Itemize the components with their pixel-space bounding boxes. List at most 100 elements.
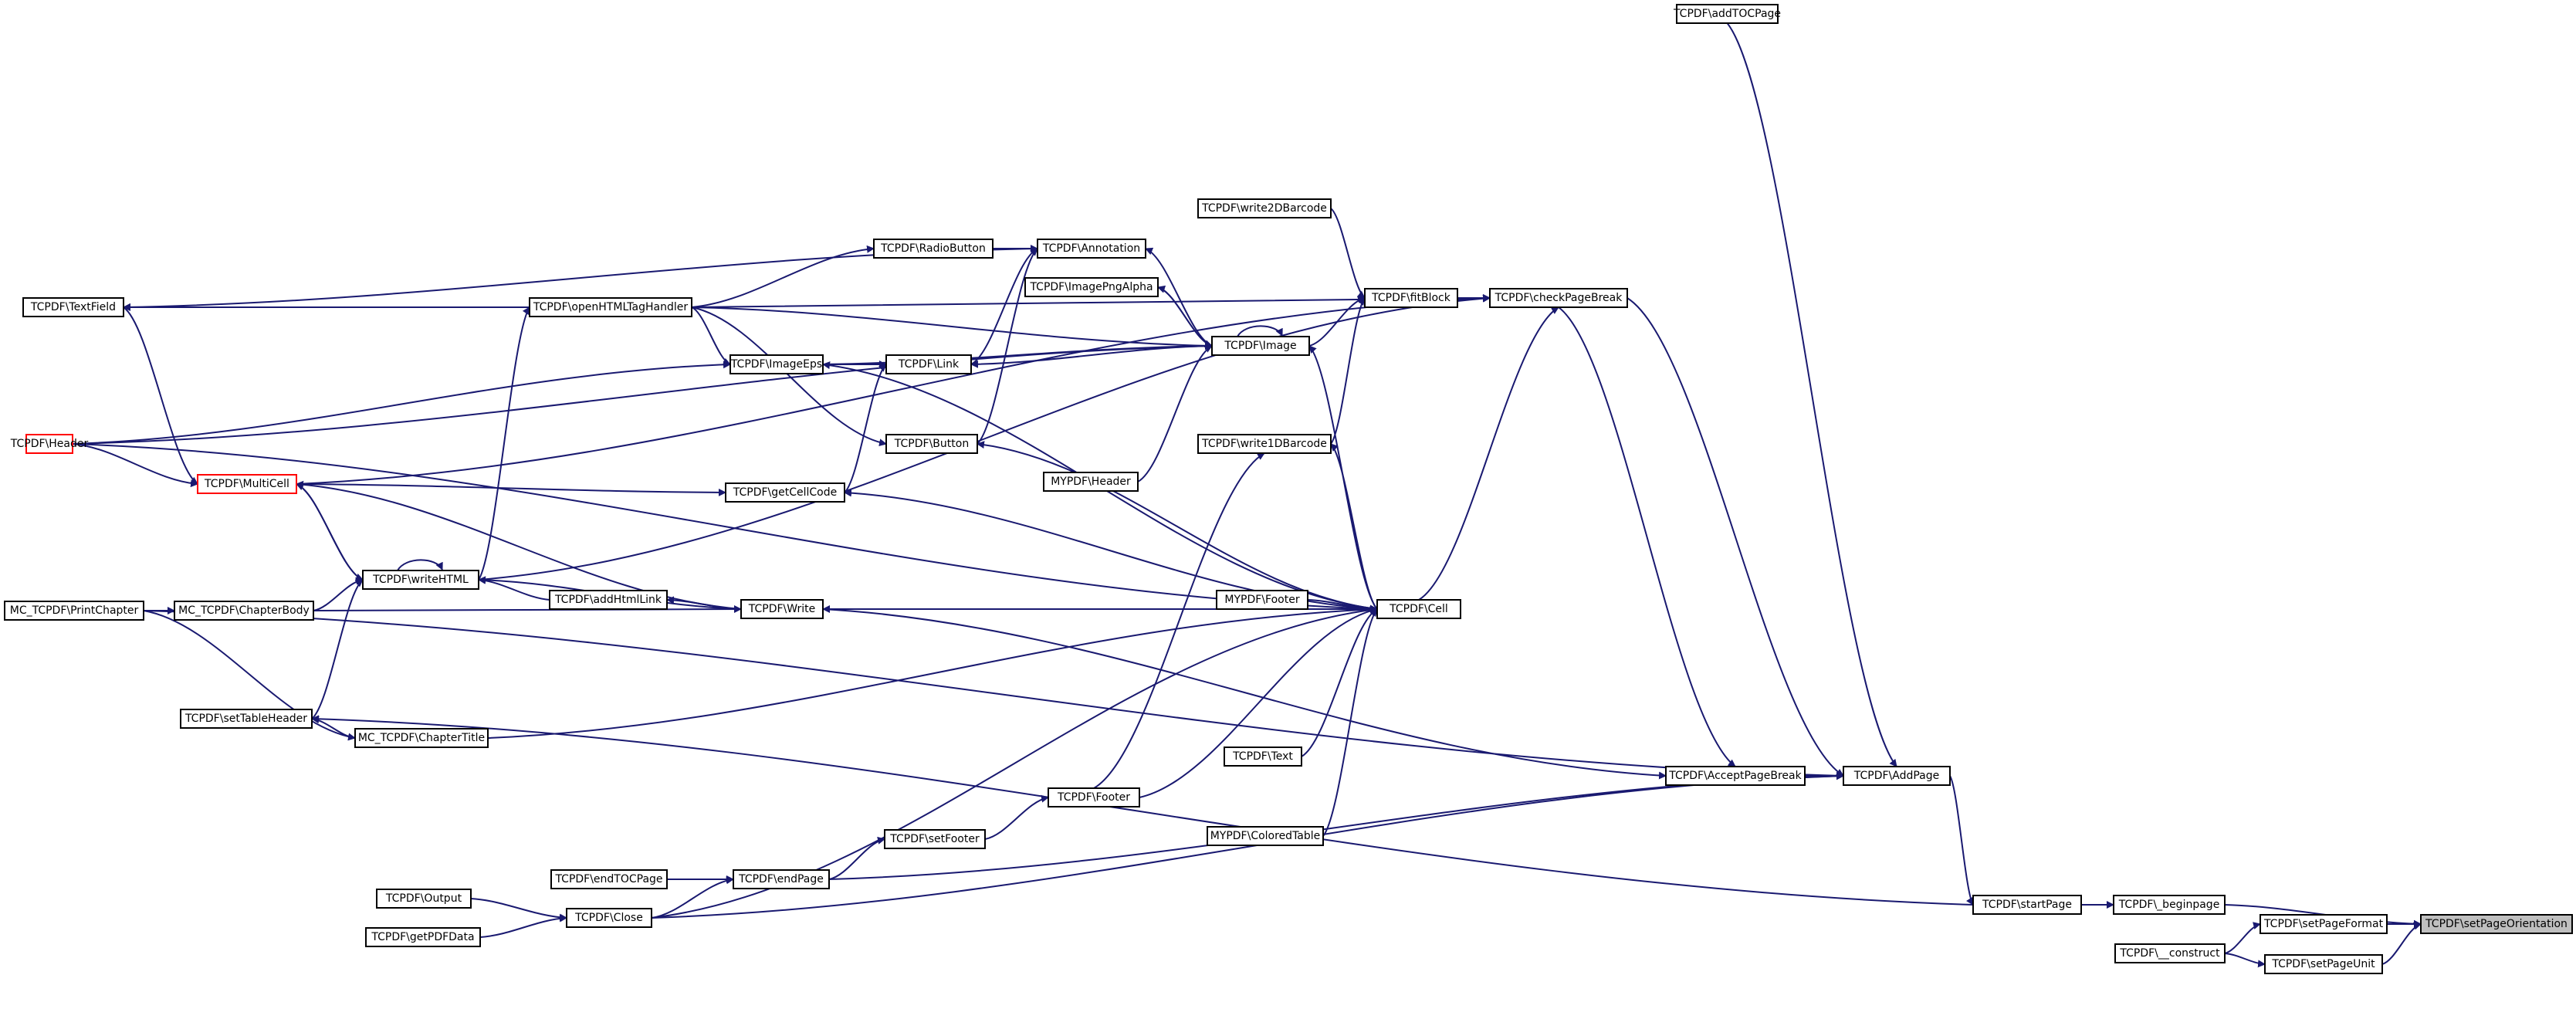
node-box	[4, 601, 144, 621]
node-mypdf_footer[interactable]: MYPDF\Footer	[1216, 590, 1308, 610]
node-imageeps[interactable]: TCPDF\ImageEps	[729, 354, 824, 374]
edge-header-to-cell	[72, 443, 1378, 613]
node-box	[1197, 198, 1332, 218]
edge-getpdfdata-to-close	[479, 914, 567, 938]
node-box	[1224, 747, 1302, 767]
node-acceptpagebreak[interactable]: TCPDF\AcceptPageBreak	[1665, 766, 1806, 786]
node-label: TCPDF\openHTMLTagHandler	[533, 301, 689, 313]
node-write[interactable]: TCPDF\Write	[740, 599, 824, 619]
node-label: TCPDF\endTOCPage	[554, 873, 662, 885]
node-link[interactable]: TCPDF\Link	[885, 354, 972, 374]
edge-chapterbody-to-writehtml	[313, 577, 364, 611]
node-box	[1376, 599, 1461, 619]
node-mypdf_header[interactable]: MYPDF\Header	[1043, 472, 1139, 492]
node-box	[1037, 239, 1146, 259]
edge-cell-to-write1dbarcode	[1330, 443, 1378, 610]
edge-write-to-acceptpagebreak	[822, 608, 1667, 780]
node-fitblock[interactable]: TCPDF\fitBlock	[1364, 288, 1458, 308]
node-image[interactable]: TCPDF\Image	[1211, 336, 1310, 356]
node-printchapter[interactable]: MC_TCPDF\PrintChapter	[4, 601, 144, 621]
node-close[interactable]: TCPDF\Close	[566, 908, 652, 928]
call-nodes: TCPDF\addTOCPageTCPDF\write2DBarcodeTCPD…	[4, 4, 2573, 974]
node-box	[180, 709, 313, 729]
node-multicell[interactable]: TCPDF\MultiCell	[197, 474, 297, 494]
edge-printchapter-to-addpage	[143, 610, 1844, 780]
edge-header-to-multicell	[72, 443, 198, 488]
node-label: TCPDF\AcceptPageBreak	[1668, 770, 1802, 782]
node-coloredtable[interactable]: MYPDF\ColoredTable	[1207, 826, 1324, 846]
node-label: TCPDF\__construct	[2119, 947, 2220, 960]
edge-close-to-endpage	[651, 876, 734, 919]
node-write2dbarcode[interactable]: TCPDF\write2DBarcode	[1197, 198, 1332, 218]
node-label: TCPDF\Write	[748, 603, 815, 615]
node-box	[1665, 766, 1806, 786]
edge-chaptertitle-to-cell	[487, 605, 1378, 739]
node-textfield[interactable]: TCPDF\TextField	[22, 297, 124, 317]
node-write1dbarcode[interactable]: TCPDF\write1DBarcode	[1197, 434, 1332, 454]
node-cell[interactable]: TCPDF\Cell	[1376, 599, 1461, 619]
node-imagepngalpha[interactable]: TCPDF\ImagePngAlpha	[1024, 277, 1159, 297]
node-radiobutton[interactable]: TCPDF\RadioButton	[873, 239, 994, 259]
edge-chapterbody-to-write	[313, 605, 742, 614]
edge-startpage-to-settableheader	[311, 715, 1974, 906]
node-label: TCPDF\Cell	[1389, 603, 1448, 615]
node-setpageunit[interactable]: TCPDF\setPageUnit	[2264, 954, 2383, 974]
node-label: TCPDF\endPage	[738, 873, 824, 885]
node-getpdfdata[interactable]: TCPDF\getPDFData	[365, 927, 481, 947]
node-openhtmltaghandler[interactable]: TCPDF\openHTMLTagHandler	[529, 297, 692, 317]
node-label: MYPDF\Header	[1051, 476, 1131, 488]
node-getcellcode[interactable]: TCPDF\getCellCode	[725, 482, 845, 503]
node-addpage[interactable]: TCPDF\AddPage	[1843, 766, 1951, 786]
edge-header-to-imageeps	[72, 361, 731, 445]
node-annotation[interactable]: TCPDF\Annotation	[1037, 239, 1146, 259]
node-box	[2260, 914, 2388, 934]
edge-multicell-to-checkpagebreak	[296, 294, 1491, 485]
node-checkpagebreak[interactable]: TCPDF\checkPageBreak	[1489, 288, 1628, 308]
node-label: TCPDF\Annotation	[1042, 242, 1140, 255]
node-button[interactable]: TCPDF\Button	[885, 434, 978, 454]
edge-checkpagebreak-to-addpage	[1627, 297, 1844, 777]
node-label: TCPDF\_beginpage	[2118, 899, 2220, 911]
node-box	[2420, 914, 2573, 934]
node-setfooter[interactable]: TCPDF\setFooter	[884, 829, 986, 849]
node-box	[740, 599, 824, 619]
edge-mypdf_header-to-image	[1137, 345, 1213, 482]
node-construct[interactable]: TCPDF\__construct	[2114, 943, 2226, 963]
node-startpage[interactable]: TCPDF\startPage	[1972, 895, 2082, 915]
edge-header-to-image	[72, 342, 1213, 445]
edge-write2dbarcode-to-fitblock	[1330, 208, 1366, 299]
node-label: TCPDF\addHtmlLink	[554, 594, 662, 606]
edge-writehtml-to-writehtml	[397, 559, 443, 571]
edge-footer-to-cell	[1139, 607, 1378, 798]
node-footer[interactable]: TCPDF\Footer	[1048, 787, 1140, 807]
node-endpage[interactable]: TCPDF\endPage	[733, 869, 830, 889]
node-addhtmllink[interactable]: TCPDF\addHtmlLink	[549, 590, 668, 610]
node-box	[885, 354, 972, 374]
node-endtocpage[interactable]: TCPDF\endTOCPage	[550, 869, 668, 889]
node-chaptertitle[interactable]: MC_TCPDF\ChapterTitle	[354, 728, 489, 748]
node-header[interactable]: TCPDF\Header	[10, 434, 89, 454]
node-box	[1207, 826, 1324, 846]
edge-setpageunit-to-setpageorientation	[2381, 922, 2422, 965]
node-addtocpage[interactable]: TCPDF\addTOCPage	[1673, 4, 1781, 24]
edge-cell-to-button	[977, 441, 1378, 610]
edge-button-to-annotation	[977, 248, 1038, 445]
node-box	[1048, 787, 1140, 807]
node-beginpage[interactable]: TCPDF\_beginpage	[2113, 895, 2226, 915]
node-writehtml[interactable]: TCPDF\writeHTML	[362, 570, 479, 590]
node-box	[1489, 288, 1628, 308]
node-setpageformat[interactable]: TCPDF\setPageFormat	[2260, 914, 2388, 934]
node-settableheader[interactable]: TCPDF\setTableHeader	[180, 709, 313, 729]
edge-image-to-imagepngalpha	[1157, 285, 1213, 347]
node-box	[2113, 895, 2226, 915]
node-box	[365, 927, 481, 947]
node-box	[1197, 434, 1332, 454]
node-label: TCPDF\Text	[1232, 750, 1293, 763]
node-chapterbody[interactable]: MC_TCPDF\ChapterBody	[174, 601, 314, 621]
node-output[interactable]: TCPDF\Output	[376, 889, 472, 909]
node-text[interactable]: TCPDF\Text	[1224, 747, 1302, 767]
node-setpageorientation[interactable]: TCPDF\setPageOrientation	[2420, 914, 2573, 934]
edge-close-to-addpage	[651, 772, 1844, 919]
call-edges	[72, 22, 2422, 968]
